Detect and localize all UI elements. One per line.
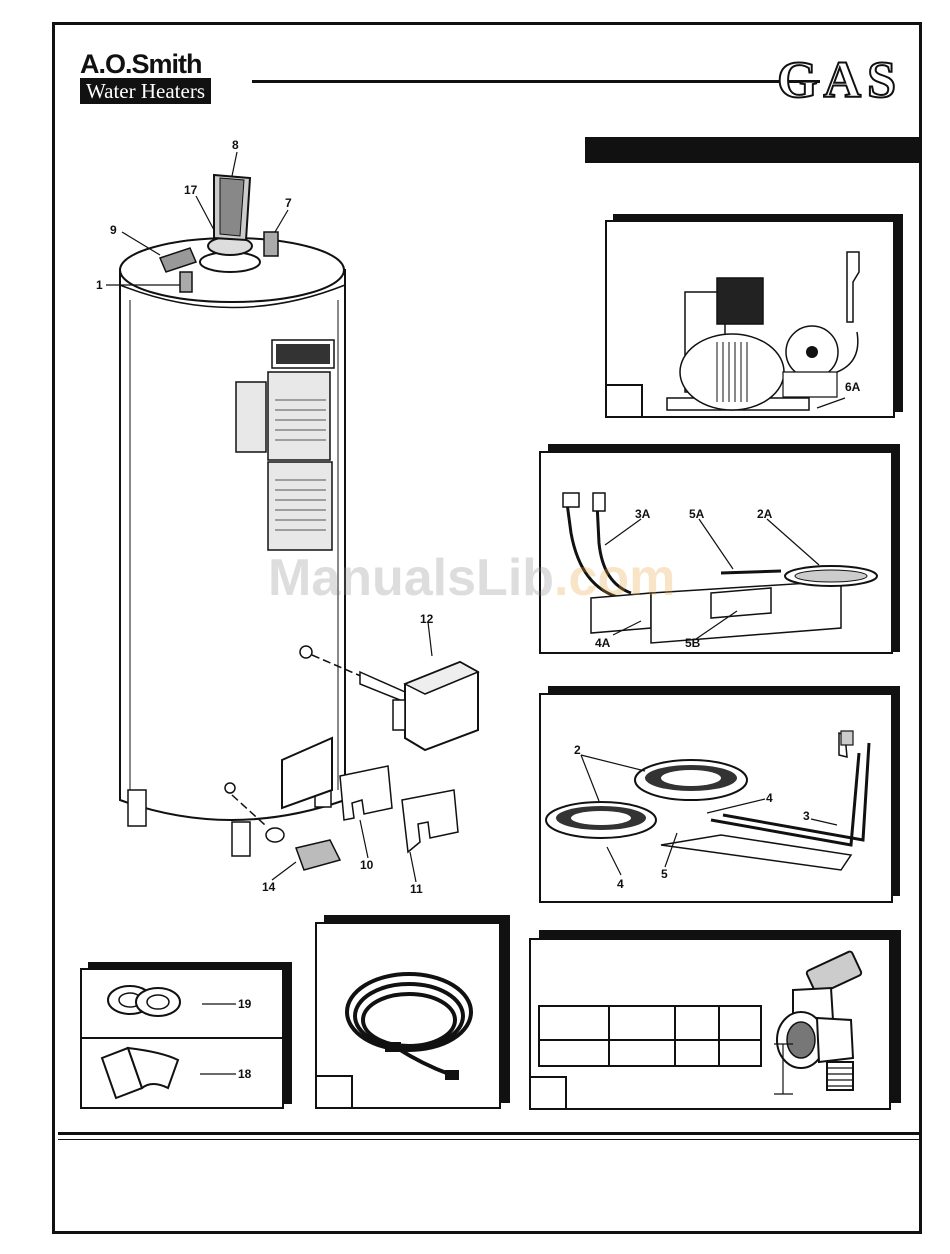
- callout-11: 11: [410, 882, 423, 896]
- table-cell: [539, 1040, 609, 1066]
- callout-1: 1: [96, 278, 103, 292]
- table-cell: [675, 1040, 719, 1066]
- power-vent-panel: 6A: [605, 220, 895, 418]
- table-cell: [675, 1006, 719, 1040]
- callout-2a: 2A: [757, 507, 772, 521]
- table-row: [539, 1040, 761, 1066]
- burner-assembly-illustration: [541, 695, 895, 905]
- power-cord-panel: [315, 922, 501, 1109]
- power-cord-illustration: [317, 924, 503, 1111]
- watermark-text-a: ManualsLib: [268, 549, 554, 607]
- table-cell: [609, 1006, 675, 1040]
- watermark: ManualsLib.com: [268, 548, 675, 608]
- callout-14: 14: [262, 880, 275, 894]
- table-cell: [719, 1006, 761, 1040]
- callout-4a: 4A: [595, 636, 610, 650]
- table-cell: [539, 1006, 609, 1040]
- footer-rule-top: [58, 1132, 922, 1135]
- table-cell: [719, 1040, 761, 1066]
- callout-12: 12: [420, 612, 433, 626]
- parts-kit-panel: 19 18: [80, 968, 284, 1109]
- callout-10: 10: [360, 858, 373, 872]
- callout-4-bottom: 4: [617, 877, 624, 891]
- callout-9: 9: [110, 223, 117, 237]
- table-cell: [609, 1040, 675, 1066]
- callout-6a: 6A: [845, 380, 860, 394]
- parts-kit-illustration: [82, 970, 286, 1111]
- callout-5a: 5A: [689, 507, 704, 521]
- callout-4-top: 4: [766, 791, 773, 805]
- callout-8: 8: [232, 138, 239, 152]
- footer-rule-thin: [58, 1139, 922, 1140]
- table-row: [539, 1006, 761, 1040]
- callout-2: 2: [574, 743, 581, 757]
- callout-18: 18: [238, 1067, 251, 1081]
- burner-assembly-panel: 2 4 3 4 5: [539, 693, 893, 903]
- callout-3a: 3A: [635, 507, 650, 521]
- valve-spec-table: [538, 1005, 762, 1067]
- callout-5b: 5B: [685, 636, 700, 650]
- callout-19: 19: [238, 997, 251, 1011]
- callout-7: 7: [285, 196, 292, 210]
- callout-3: 3: [803, 809, 810, 823]
- watermark-text-b: .com: [554, 549, 675, 607]
- callout-5: 5: [661, 867, 668, 881]
- callout-17: 17: [184, 183, 197, 197]
